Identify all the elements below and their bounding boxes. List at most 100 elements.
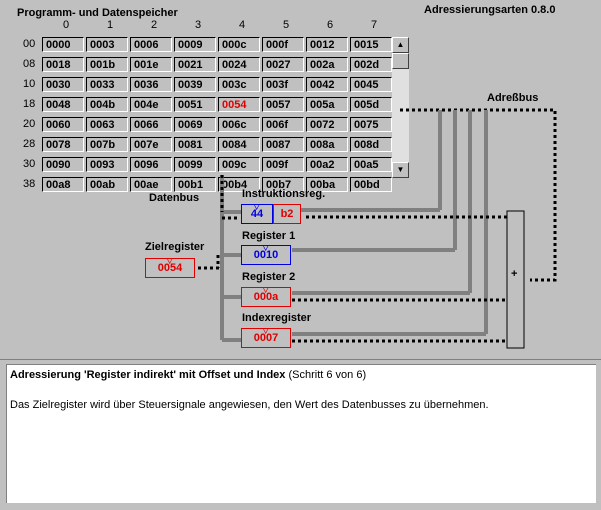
memory-cell: 000f [262, 37, 304, 52]
memory-cell: 0093 [86, 157, 128, 172]
memory-cell: 0036 [130, 77, 172, 92]
memory-cell: 0090 [42, 157, 84, 172]
app-title: Adressierungsarten 0.8.0 [424, 4, 556, 16]
register2-label: Register 2 [242, 271, 296, 283]
register2-value: 000a [253, 291, 279, 303]
scroll-down-button[interactable]: ▼ [392, 162, 409, 178]
memory-row-header: 00 [23, 38, 36, 50]
index-register-value: 0007 [253, 332, 279, 344]
memory-cell: 008a [306, 137, 348, 152]
memory-cell: 00ab [86, 177, 128, 192]
register1-value: 0010 [253, 249, 279, 261]
memory-cell: 00a5 [350, 157, 392, 172]
target-register-value: 0054 [157, 262, 183, 274]
memory-cell: 0006 [130, 37, 172, 52]
memory-cell: 000c [218, 37, 260, 52]
memory-cell: 0012 [306, 37, 348, 52]
scroll-up-button[interactable]: ▲ [392, 37, 409, 53]
memory-cell: 0084 [218, 137, 260, 152]
memory-column-header: 7 [370, 19, 378, 31]
memory-cell: 007e [130, 137, 172, 152]
description-heading: Adressierung 'Register indirekt' mit Off… [10, 369, 286, 381]
memory-cell: 00ba [306, 177, 348, 192]
memory-cell: 00a2 [306, 157, 348, 172]
adder-box [506, 210, 525, 349]
description-panel: Adressierung 'Register indirekt' mit Off… [6, 364, 596, 503]
memory-cell: 0027 [262, 57, 304, 72]
memory-cell: 005a [306, 97, 348, 112]
notch-icon: ▽ [263, 287, 269, 294]
instruction-register-label: Instruktionsreg. [242, 188, 326, 200]
memory-cell: 00b4 [218, 177, 260, 192]
register1-box: ▽ 0010 [241, 245, 291, 265]
instruction-operand-value: b2 [280, 208, 294, 220]
memory-cell: 0087 [262, 137, 304, 152]
notch-icon: ▽ [254, 204, 260, 211]
memory-cell: 0003 [86, 37, 128, 52]
memory-cell: 001b [86, 57, 128, 72]
adder-symbol: + [511, 268, 518, 280]
memory-cell: 0072 [306, 117, 348, 132]
memory-cell: 0000 [42, 37, 84, 52]
memory-column-header: 6 [326, 19, 334, 31]
description-step: (Schritt 6 von 6) [288, 369, 367, 381]
instruction-operand-box: b2 [273, 204, 301, 224]
memory-cell: 0099 [174, 157, 216, 172]
memory-row-header: 20 [23, 118, 36, 130]
instruction-opcode-box: ▽ 44 [241, 204, 273, 224]
memory-cell: 004b [86, 97, 128, 112]
notch-icon: ▽ [263, 328, 269, 335]
memory-cell: 0051 [174, 97, 216, 112]
memory-cell: 007b [86, 137, 128, 152]
memory-row-header: 18 [23, 98, 36, 110]
memory-cell: 0054 [218, 97, 260, 112]
memory-cell: 0078 [42, 137, 84, 152]
instruction-opcode-value: 44 [250, 208, 264, 220]
address-bus-line [400, 108, 557, 282]
index-register-label: Indexregister [242, 312, 312, 324]
memory-row-header: 28 [23, 138, 36, 150]
memory-cell: 00bd [350, 177, 392, 192]
memory-column-header: 1 [106, 19, 114, 31]
scroll-thumb[interactable] [392, 53, 409, 69]
memory-cell: 008d [350, 137, 392, 152]
memory-column-header: 0 [62, 19, 70, 31]
memory-cell: 009f [262, 157, 304, 172]
memory-cell: 0060 [42, 117, 84, 132]
memory-cell: 003c [218, 77, 260, 92]
memory-cell: 003f [262, 77, 304, 92]
memory-cell: 0045 [350, 77, 392, 92]
memory-cell: 0030 [42, 77, 84, 92]
memory-cell: 002a [306, 57, 348, 72]
notch-icon: ▽ [263, 245, 269, 252]
description-heading-line: Adressierung 'Register indirekt' mit Off… [10, 369, 366, 381]
memory-cell: 0063 [86, 117, 128, 132]
memory-cell: 006f [262, 117, 304, 132]
memory-cell: 00b7 [262, 177, 304, 192]
notch-icon: ▽ [167, 258, 173, 265]
memory-column-header: 2 [150, 19, 158, 31]
memory-cell: 0048 [42, 97, 84, 112]
memory-cell: 0057 [262, 97, 304, 112]
memory-cell: 0009 [174, 37, 216, 52]
memory-row-header: 38 [23, 178, 36, 190]
target-register-box: ▽ 0054 [145, 258, 195, 278]
memory-cell: 0021 [174, 57, 216, 72]
memory-column-header: 5 [282, 19, 290, 31]
memory-cell: 00b1 [174, 177, 216, 192]
data-bus-label: Datenbus [149, 192, 200, 204]
description-body: Das Zielregister wird über Steuersignale… [10, 399, 489, 411]
memory-cell: 004e [130, 97, 172, 112]
target-register-label: Zielregister [145, 241, 205, 253]
register1-label: Register 1 [242, 230, 296, 242]
memory-cell: 0081 [174, 137, 216, 152]
memory-cell: 0066 [130, 117, 172, 132]
memory-cell: 0042 [306, 77, 348, 92]
memory-cell: 0039 [174, 77, 216, 92]
memory-scrollbar[interactable]: ▲ ▼ [392, 37, 409, 178]
memory-cell: 009c [218, 157, 260, 172]
bus-diagram [198, 108, 557, 349]
memory-cell: 00a8 [42, 177, 84, 192]
memory-cell: 0033 [86, 77, 128, 92]
